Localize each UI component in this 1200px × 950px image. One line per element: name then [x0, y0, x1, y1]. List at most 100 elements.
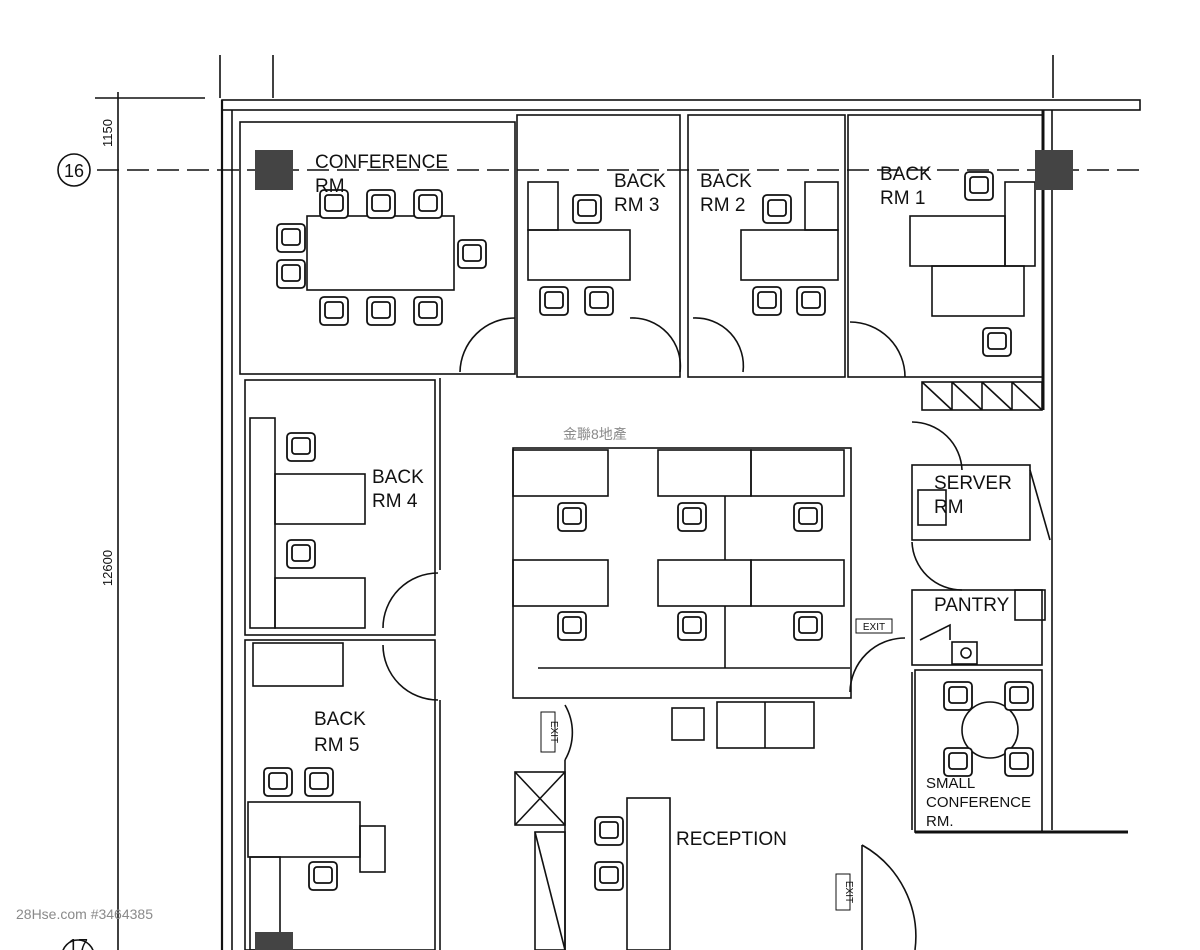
room-label-reception: RECEPTION: [676, 829, 787, 850]
exit-sign-label: EXIT: [863, 622, 885, 633]
exit-sign-label: EXIT: [548, 721, 559, 743]
chair-seat: [969, 176, 989, 194]
chair-seat: [268, 772, 288, 790]
workstation: [657, 559, 752, 607]
desk: [931, 265, 1025, 317]
chair-seat: [309, 772, 329, 790]
door-swing: [382, 644, 439, 701]
chair-seat: [544, 291, 564, 309]
desk-return: [804, 181, 839, 231]
chair-seat: [767, 199, 787, 217]
room-label-back-1: BACK: [880, 164, 932, 185]
chair-seat: [599, 866, 619, 884]
server-room: [911, 464, 1031, 541]
back-room-4: [244, 379, 436, 636]
chair-seat: [1009, 686, 1029, 704]
side-table: [359, 825, 386, 873]
desk: [247, 801, 361, 858]
open-office-zone: [512, 447, 852, 699]
door-swing: [849, 637, 906, 693]
chair-seat: [371, 301, 391, 319]
chair-seat: [682, 616, 702, 634]
structural-column: [255, 932, 293, 950]
round-table: [961, 701, 1019, 759]
workstation: [750, 559, 845, 607]
chair-seat: [1009, 752, 1029, 770]
grid-marker-label: 16: [64, 161, 84, 181]
sink: [1014, 589, 1046, 621]
entrance-door: [861, 844, 917, 950]
room-label-small-conference: SMALL: [926, 775, 975, 792]
chair-seat: [291, 437, 311, 455]
door-swing: [911, 541, 963, 591]
room-label-conference: CONFERENCE: [315, 152, 448, 173]
structural-column: [1035, 150, 1073, 190]
door-swing: [849, 321, 906, 378]
chair-seat: [281, 264, 301, 282]
sofa: [252, 642, 344, 687]
room-label-small-conference: CONFERENCE: [926, 794, 1031, 811]
workstation: [512, 559, 609, 607]
back-room-5: [244, 639, 436, 950]
chair-seat: [291, 544, 311, 562]
grid-marker-16: [57, 153, 91, 187]
door-swing: [629, 317, 682, 373]
workstation: [657, 449, 752, 497]
room-label-back-4: RM 4: [372, 491, 418, 512]
back-room-3: [516, 114, 681, 378]
room-label-server: RM: [934, 497, 964, 518]
side-table: [671, 707, 705, 741]
room-label-back-3: BACK: [614, 171, 666, 192]
chairs: [263, 171, 1034, 891]
chair-seat: [371, 194, 391, 212]
exit-sign: [835, 873, 851, 911]
chair-seat: [418, 194, 438, 212]
room-label-back-4: BACK: [372, 467, 424, 488]
small-conference-room: [914, 669, 1043, 833]
room-label-small-conference: RM.: [926, 813, 954, 830]
chair-seat: [801, 291, 821, 309]
exit-sign: [540, 711, 556, 753]
workstation: [512, 449, 609, 497]
chair-seat: [682, 507, 702, 525]
dimension-label: 1150: [100, 119, 115, 147]
door-swing: [564, 704, 574, 761]
conference-table: [306, 215, 455, 291]
pantry: [911, 589, 1043, 666]
door-swing: [459, 317, 516, 373]
exit-sign: [855, 618, 893, 634]
conference-room: [239, 121, 516, 375]
back-room-2: [687, 114, 846, 378]
room-label-back-2: RM 2: [700, 195, 745, 216]
chair-seat: [948, 686, 968, 704]
chair-seat: [562, 507, 582, 525]
fridge: [951, 641, 978, 665]
desk: [527, 229, 631, 281]
chair-seat: [462, 244, 482, 262]
door-swing: [692, 317, 745, 373]
grid-marker-17: [62, 939, 94, 950]
desk: [274, 473, 366, 525]
structural-column: [255, 150, 293, 190]
room-label-back-1: RM 1: [880, 188, 925, 209]
chair-seat: [418, 301, 438, 319]
room-label-back-2: BACK: [700, 171, 752, 192]
back-room-1: [847, 114, 1044, 378]
door-swing: [382, 572, 439, 629]
chair-seat: [281, 228, 301, 246]
chair-seat: [987, 332, 1007, 350]
chair-seat: [577, 199, 597, 217]
exit-sign-label: EXIT: [843, 881, 854, 903]
room-label-server: SERVER: [934, 473, 1012, 494]
dimension-label: 12600: [100, 550, 115, 586]
cabinet: [249, 417, 276, 629]
grid-marker-label: 17: [68, 936, 88, 950]
door-swing: [911, 421, 963, 471]
chair-seat: [589, 291, 609, 309]
chair-seat: [948, 752, 968, 770]
desk: [909, 215, 1006, 267]
room-label-back-5: BACK: [314, 709, 366, 730]
chair-seat: [757, 291, 777, 309]
outer-wall-top: [221, 99, 1141, 111]
